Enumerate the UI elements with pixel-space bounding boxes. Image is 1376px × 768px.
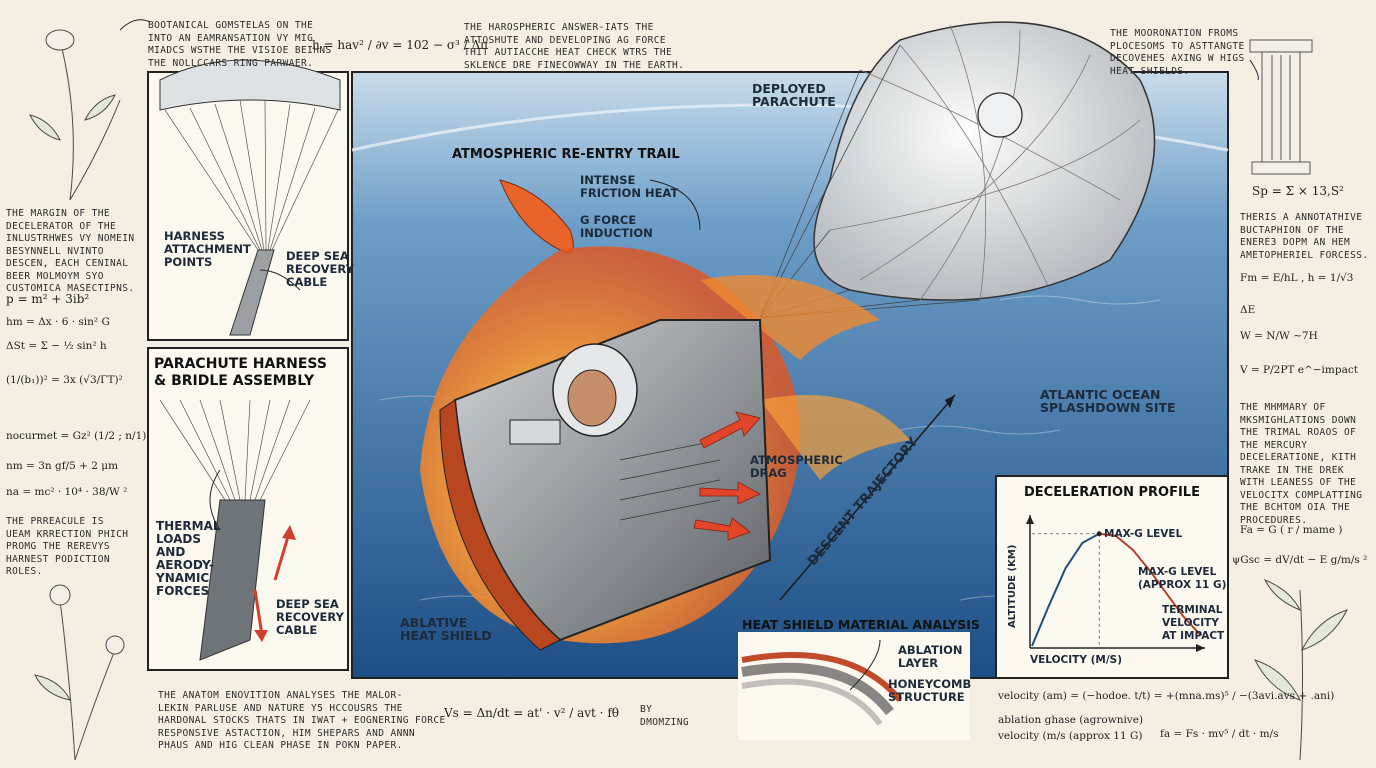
note-top-left: BOOTANICAL GOMSTELAS ON THE INTO AN EAMR… [148, 20, 332, 69]
flower-icon-bottom-left [34, 584, 125, 761]
equation-bottom-vs: Vs = Δn/dt = at' · v² / avt · fθ [444, 706, 619, 720]
equation-r6: Fa = G ( r / mame ) [1240, 524, 1343, 536]
note-by: BY DMOMZING [640, 704, 689, 728]
equation-r3: ΔE [1240, 304, 1256, 316]
equation-top-h: h = hav² / ∂v = 102 − σ³ / Δπ [312, 38, 489, 52]
equation-l1: p = m² + 3ib² [6, 292, 90, 306]
capsule-icon [439, 319, 772, 651]
chart-title: DECELERATION PROFILE [1024, 485, 1200, 500]
equation-r4: W = N/W ~7H [1240, 330, 1318, 342]
chart-ylabel: ALTITUDE (km) [1007, 544, 1018, 628]
note-bottom: THE ANATOM ENOVITION ANALYSES THE MALOR-… [158, 690, 446, 751]
equation-r5: V = P/2PT e^−impact [1240, 364, 1358, 376]
equation-l2: hm = Δx · 6 · sin² G [6, 316, 110, 328]
label-deep-sea-1: DEEP SEA RECOVERY CABLE [286, 249, 354, 289]
equation-l7: na = mc² · 10⁴ · 38/W ² [6, 486, 128, 498]
label-harness-title: PARACHUTE HARNESS & BRIDLE ASSEMBLY [154, 356, 327, 389]
equation-br4: fa = Fs · mv⁵ / dt · m/s [1160, 728, 1279, 740]
equation-br3: velocity (m/s (approx 11 G) [998, 730, 1143, 742]
chart-annotation-max-g-approx: MAX-G LEVEL (approx 11 G) [1138, 566, 1227, 591]
equation-l6: nm = 3n gf/5 + 2 μm [6, 460, 119, 472]
label-reentry-trail: ATMOSPHERIC RE-ENTRY TRAIL [452, 147, 680, 162]
chart-series-rising [1031, 532, 1100, 647]
note-right-low: THE MHMMARY OF MKSMIGHLATIONS DOWN THE T… [1240, 402, 1363, 526]
label-heat-title: HEAT SHIELD MATERIAL ANALYSIS [742, 617, 980, 632]
drag-arrow-icon [693, 411, 761, 541]
equation-r2: Fm = E/hL , h = 1/√3 [1240, 272, 1354, 284]
flower-icon [29, 29, 121, 201]
note-left-low: THE PRREACULE IS UEAM KRRECTION PHICH PR… [6, 516, 129, 577]
equation-l3: ΔSt = Σ − ½ sin² h [6, 340, 107, 352]
label-ablative: ABLATIVE HEAT SHIELD [400, 615, 492, 643]
label-atlantic: ATLANTIC OCEAN SPLASHDOWN SITE [1040, 387, 1176, 415]
chart-series-falling [1099, 532, 1201, 636]
equation-br2: ablation ghase (agrownive) [998, 714, 1144, 726]
equation-r7: ψGsc = dV/dt − E g/m/s ² [1232, 554, 1368, 566]
label-deployed-parachute: DEPLOYED PARACHUTE [752, 81, 836, 109]
equation-br1: velocity (am) = (−hodoe. t/t) = +(mna.ms… [998, 690, 1335, 702]
chart-annotation-terminal: TERMINAL VELOCITY AT IMPACT [1162, 604, 1225, 642]
leaf-icon-bottom-right [1254, 579, 1348, 761]
label-honeycomb: HONEYCOMB STRUCTURE [888, 677, 972, 704]
chart-annotation-max-g: MAX-G LEVEL [1104, 528, 1183, 540]
label-thermal-loads: THERMAL LOADS AND AERODY- YNAMIC FORCES [156, 519, 221, 598]
equation-r1: Sp = Σ × 13,S² [1252, 184, 1344, 198]
chart-xlabel: VELOCITY (m/s) [1030, 654, 1123, 666]
equation-l5: nocurmet = Gz² (1/2 ; n/1) [6, 430, 147, 442]
label-harness-points: HARNESS ATTACHMENT POINTS [164, 229, 251, 269]
column-icon [1249, 39, 1313, 175]
chart-peak-point [1096, 531, 1102, 537]
note-top-center: THE HAROSPHERIC ANSWER-IATS THE ATTOSHUT… [464, 22, 685, 71]
label-deep-sea-2: DEEP SEA RECOVERY CABLE [276, 597, 344, 637]
deceleration-panel [995, 475, 1229, 679]
equation-l4: (1/(b₁))² = 3x (√3/ΓT)² [6, 374, 123, 386]
note-top-right: THE MOORONATION FROMS PLOCESOMS TO ASTTA… [1110, 28, 1245, 77]
label-ablation-layer: ABLATION LAYER [898, 643, 963, 670]
note-left-mid: THE MARGIN OF THE DECELERATOR OF THE INL… [6, 208, 135, 294]
note-right-mid: THERIS A ANNOTATHIVE BUCTAPHION OF THE E… [1240, 212, 1369, 261]
label-g-force: G FORCE INDUCTION [580, 213, 653, 240]
label-atmospheric-drag: ATMOSPHERIC DRAG [750, 453, 843, 480]
label-friction-heat: INTENSE FRICTION HEAT [580, 173, 679, 200]
